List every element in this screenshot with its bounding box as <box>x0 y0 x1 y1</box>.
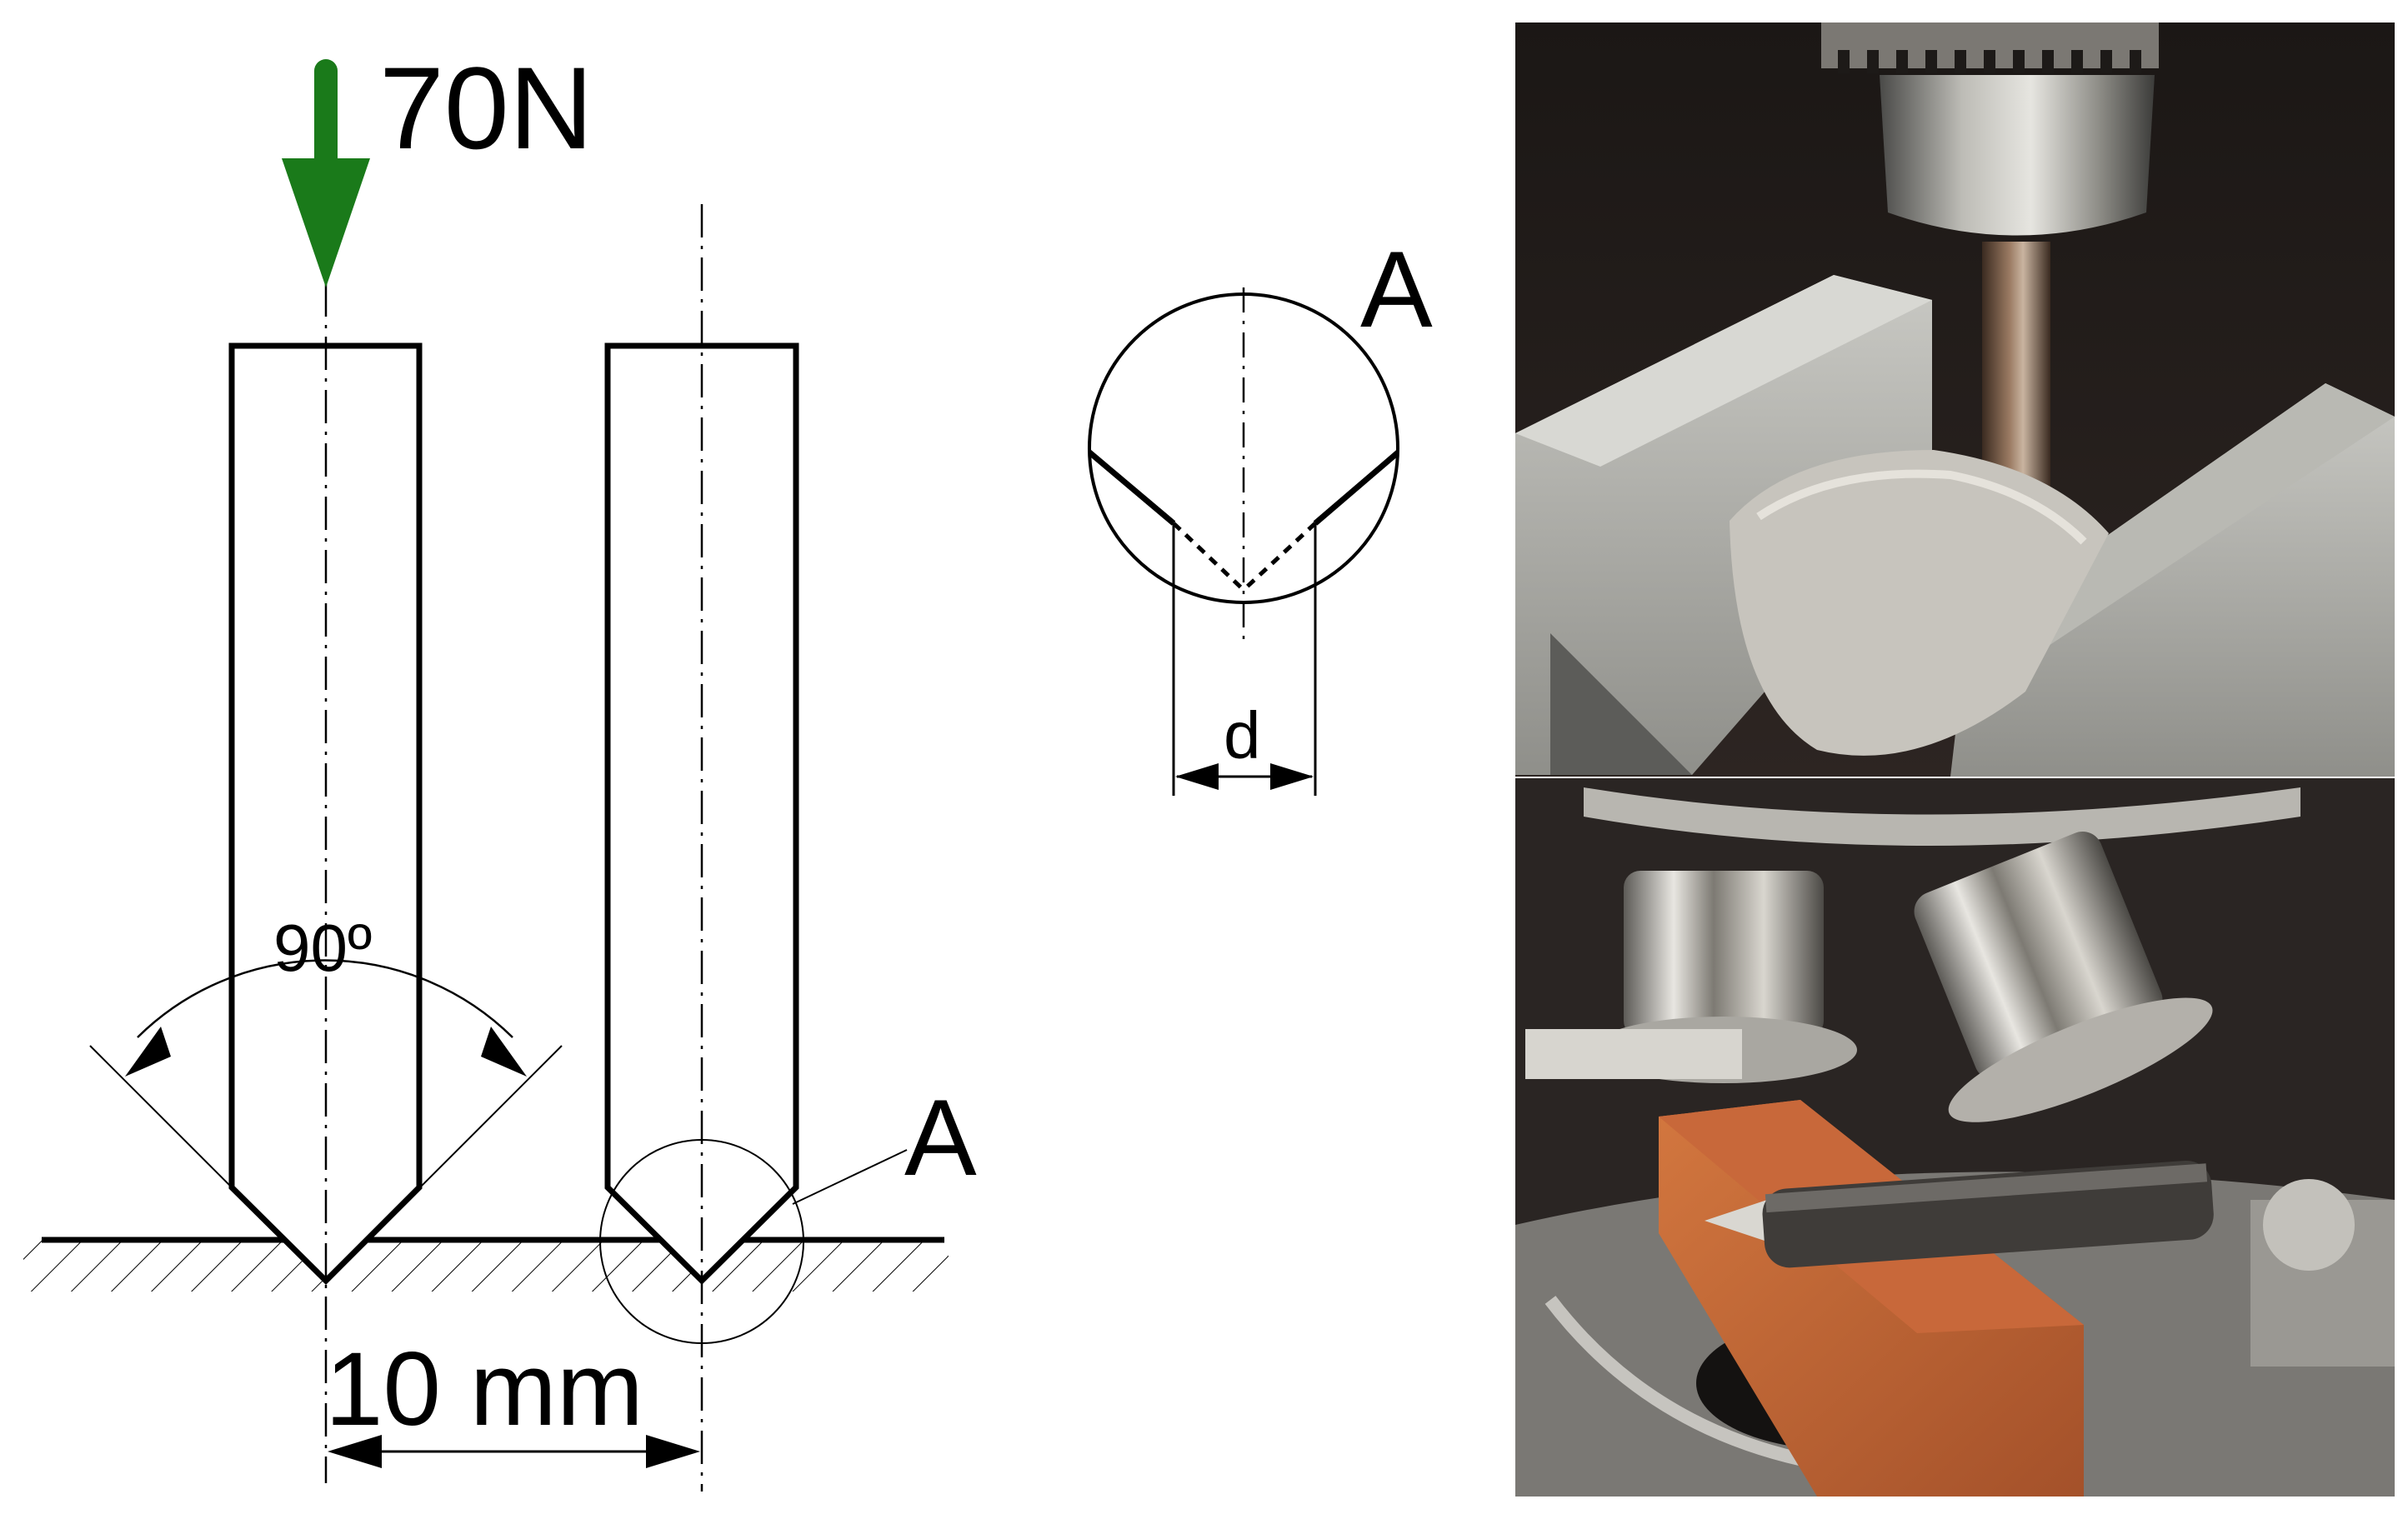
microscope-photo <box>1515 778 2395 1497</box>
diameter-dimension <box>1175 763 1314 790</box>
ground-surface <box>23 1237 949 1292</box>
force-label: 70N <box>379 42 593 173</box>
angle-label: 90º <box>273 911 372 985</box>
diameter-label: d <box>1224 698 1261 772</box>
detail-leader-line <box>792 1149 908 1205</box>
indentation-diagram: 70N 90º A 10 mm <box>23 42 977 1492</box>
spacing-dimension <box>328 1435 700 1468</box>
left-indenter <box>228 342 423 1285</box>
detail-marker-circle <box>599 1139 804 1344</box>
detail-view-a: d A <box>1088 228 1433 796</box>
detail-reference-label: A <box>904 1077 977 1198</box>
spacing-label: 10 mm <box>325 1332 643 1447</box>
force-arrow <box>282 59 370 287</box>
tip-dashed-right <box>1242 522 1317 592</box>
detail-title-label: A <box>1360 228 1433 350</box>
tip-dashed-left <box>1172 522 1245 592</box>
angle-dimension <box>89 959 563 1207</box>
drill-press-photo <box>1515 22 2395 777</box>
